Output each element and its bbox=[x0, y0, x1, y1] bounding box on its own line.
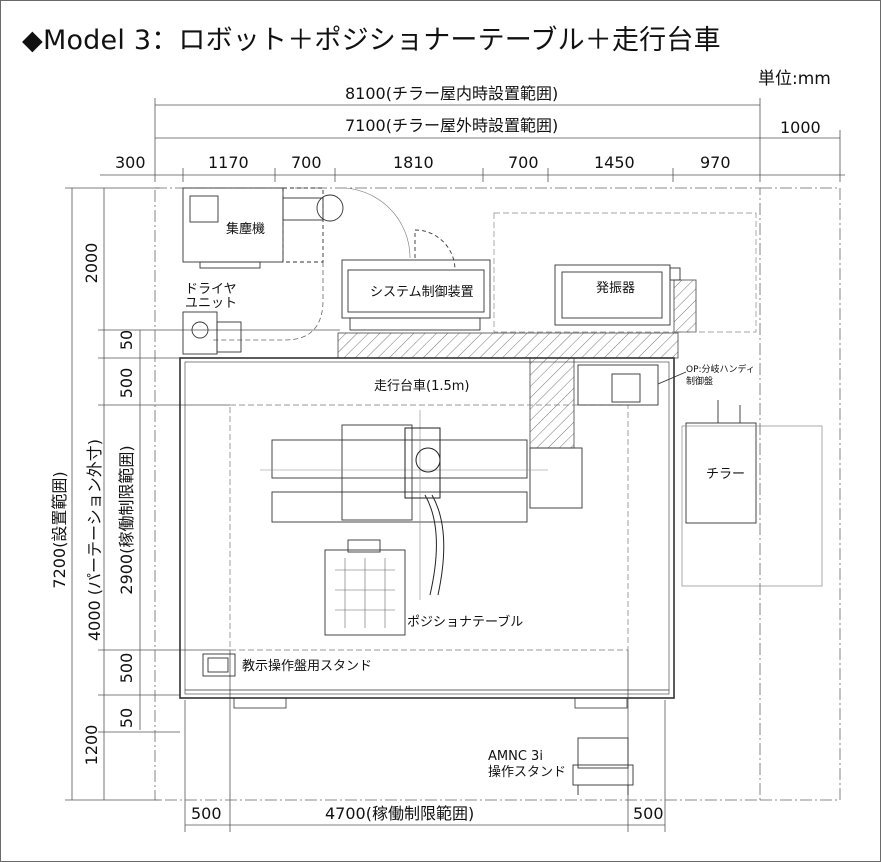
label-traveling-cart: 走行台車(1.5m) bbox=[374, 379, 470, 394]
dim-overall-outside: 7100(チラー屋外時設置範囲) bbox=[345, 116, 559, 135]
label-oscillator: 発振器 bbox=[596, 281, 636, 296]
system-controller bbox=[341, 229, 491, 331]
dim-seg-700a: 700 bbox=[291, 153, 322, 172]
work-limit-range bbox=[229, 404, 629, 651]
dim-overall-inside: 8100(チラー屋内時設置範囲) bbox=[345, 84, 559, 103]
dim-bottom-left: 500 bbox=[191, 804, 222, 823]
dim-seg-300: 300 bbox=[115, 153, 146, 172]
dim-seg-1810: 1810 bbox=[393, 153, 434, 172]
bottom-rail bbox=[185, 689, 669, 709]
installation-boundary bbox=[154, 187, 841, 801]
oscillator bbox=[493, 212, 757, 333]
top-ticks bbox=[154, 98, 841, 182]
hatched-walkway-vertical bbox=[529, 357, 575, 449]
amnc-stand bbox=[572, 737, 634, 795]
door-swing bbox=[334, 187, 411, 259]
label-amnc-1: AMNC 3i bbox=[488, 749, 543, 764]
label-teach-pendant-stand: 教示操作盤用スタンド bbox=[242, 659, 373, 674]
dim-seg-700b: 700 bbox=[508, 153, 539, 172]
label-chiller: チラー bbox=[706, 467, 746, 482]
positioner-table bbox=[324, 539, 406, 636]
dim-bottom-center: 4700(稼働制限範囲) bbox=[325, 804, 475, 823]
chiller bbox=[681, 400, 823, 587]
hatched-pad-oscillator bbox=[673, 279, 697, 333]
dim-seg-1450: 1450 bbox=[594, 153, 635, 172]
dim-seg-1170: 1170 bbox=[208, 153, 249, 172]
op-control-panel bbox=[577, 364, 687, 406]
duct-path bbox=[210, 262, 324, 341]
label-dryer-1: ドライヤ bbox=[185, 282, 237, 297]
label-amnc-2: 操作スタンド bbox=[488, 765, 567, 780]
page-title: ◆Model 3：ロボット＋ポジショナーテーブル＋走行台車 bbox=[22, 25, 721, 56]
left-ticks bbox=[65, 187, 340, 801]
label-dryer-2: ユニット bbox=[185, 296, 238, 311]
dust-collector bbox=[182, 187, 344, 269]
partition-enclosure bbox=[179, 357, 675, 699]
dim-seg-970: 970 bbox=[700, 153, 731, 172]
dim-bottom-right: 500 bbox=[633, 804, 664, 823]
dim-extra-right: 1000 bbox=[780, 118, 821, 137]
dryer-unit bbox=[182, 311, 242, 355]
dimension-lines bbox=[65, 98, 845, 832]
label-positioner-table: ポジショナテーブル bbox=[407, 615, 524, 630]
label-op-handy: OP:分岐ハンディ bbox=[686, 365, 755, 375]
label-system-controller: システム制御装置 bbox=[370, 285, 474, 300]
label-dust-collector: 集塵機 bbox=[226, 222, 266, 237]
label-op-panel: 制御盤 bbox=[686, 377, 714, 387]
hatched-walkway bbox=[337, 332, 679, 359]
teach-pendant-stand bbox=[202, 653, 236, 677]
unit-label: 単位:mm bbox=[758, 69, 831, 89]
robot-arm bbox=[404, 427, 445, 596]
traveling-cart bbox=[260, 410, 583, 600]
